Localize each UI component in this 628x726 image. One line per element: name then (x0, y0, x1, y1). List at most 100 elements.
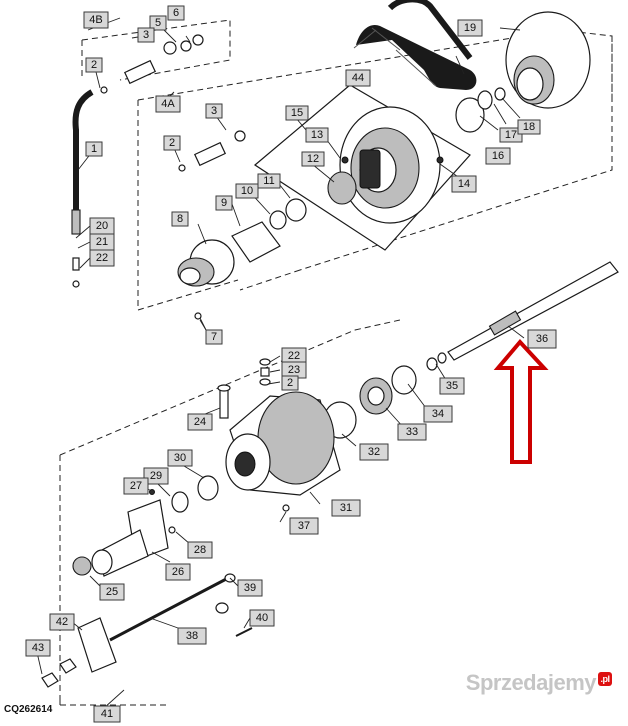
callout-number: 9 (221, 197, 227, 209)
callout-13: 13 (305, 127, 329, 143)
upper-hub-and-gasket (177, 221, 281, 287)
callout-number: 3 (211, 105, 217, 117)
valve-4a (178, 130, 246, 172)
lower-assembly-boundary (59, 319, 401, 706)
callout-10: 10 (235, 183, 259, 199)
dowel-pin-24 (217, 384, 231, 419)
callout-number: 10 (241, 185, 253, 197)
callout-4b: 4B (83, 11, 109, 29)
callout-2c: 2 (281, 375, 299, 391)
callout-14: 14 (451, 175, 477, 193)
callout-number: 31 (340, 502, 352, 514)
callout-32: 32 (359, 443, 389, 461)
leader-lines (35, 17, 525, 675)
callout-number: 6 (173, 7, 179, 19)
callout-26: 26 (165, 563, 191, 581)
callout-number: 26 (172, 566, 184, 578)
callout-18: 18 (517, 119, 541, 135)
nut-43b (59, 658, 77, 674)
callout-4a: 4A (155, 95, 181, 113)
callout-number: 32 (368, 446, 380, 458)
callout-35: 35 (439, 377, 465, 395)
callout-number: 13 (311, 129, 323, 141)
upper-assembly-boundary (137, 29, 613, 311)
bolt-37 (282, 504, 290, 512)
nut-43a (41, 672, 59, 688)
callout-36: 36 (527, 329, 557, 349)
callout-15: 15 (285, 105, 309, 121)
diagram-code: CQ262614 (4, 704, 53, 715)
callout-number: 22 (288, 350, 300, 362)
callout-37: 37 (289, 517, 319, 535)
callout-17: 17 (499, 127, 523, 143)
callout-34: 34 (423, 405, 453, 423)
callout-number: 2 (287, 377, 293, 389)
callout-30: 30 (167, 449, 193, 467)
callout-number: 11 (263, 175, 274, 187)
callout-27: 27 (123, 477, 149, 495)
callout-number: 17 (505, 129, 517, 141)
callout-number: 3 (143, 29, 149, 41)
bracket-42 (77, 617, 117, 673)
watermark-text: Sprzedajemy (465, 670, 597, 695)
callout-number: 25 (106, 586, 118, 598)
callout-5: 5 (149, 15, 167, 31)
callout-number: 8 (177, 213, 183, 225)
valve-4b (100, 34, 204, 94)
callout-42: 42 (49, 613, 75, 631)
callout-19: 19 (457, 19, 483, 37)
callout-number: 20 (96, 220, 108, 232)
callout-number: 22 (96, 252, 108, 264)
callout-number: 33 (406, 426, 418, 438)
output-hub-26 (91, 499, 169, 577)
callout-labels: 4B 5 6 3 2 4A 3 2 1 15 13 12 11 10 9 8 7… (25, 5, 557, 723)
callout-number: 36 (536, 333, 548, 345)
callout-44: 44 (345, 69, 371, 87)
callout-number: 18 (523, 121, 535, 133)
callout-number: 2 (169, 137, 175, 149)
callout-9: 9 (215, 195, 233, 211)
callout-number: 28 (194, 544, 206, 556)
callout-number: 39 (244, 582, 256, 594)
callout-40: 40 (249, 609, 275, 627)
callout-number: 30 (174, 452, 186, 464)
sheave-plate-with-hub (253, 84, 471, 251)
site-watermark: Sprzedajemy.pl (466, 670, 612, 696)
callout-3a: 3 (137, 27, 155, 43)
callout-12: 12 (301, 151, 325, 167)
callout-number: 19 (464, 22, 476, 34)
callout-number: 5 (155, 17, 161, 29)
callout-number: 21 (96, 236, 108, 248)
callout-number: 12 (307, 153, 319, 165)
callout-number: 15 (291, 107, 303, 119)
callout-31: 31 (331, 499, 361, 517)
shaft-seals (171, 475, 219, 513)
sheave-snap-rings (455, 87, 506, 133)
callout-number: 34 (432, 408, 444, 420)
callout-11: 11 (257, 173, 281, 189)
callout-number: 7 (211, 331, 217, 343)
lower-fittings (259, 358, 271, 386)
bolt-28 (168, 526, 176, 534)
callout-25: 25 (99, 583, 125, 601)
callout-39: 39 (237, 579, 263, 597)
callout-23: 23 (281, 361, 307, 379)
watermark-suffix: .pl (598, 671, 612, 686)
callout-number: 23 (288, 364, 300, 376)
callout-number: 29 (150, 470, 162, 482)
callout-22a: 22 (89, 249, 115, 267)
shim-25 (72, 556, 92, 576)
callout-21: 21 (89, 233, 115, 251)
callout-6: 6 (167, 5, 185, 21)
callout-33: 33 (397, 423, 427, 441)
callout-number: 37 (298, 520, 310, 532)
callout-41: 41 (93, 705, 121, 723)
callout-7: 7 (205, 329, 223, 345)
callout-number: 44 (352, 72, 364, 84)
callout-number: 1 (91, 143, 97, 155)
callout-2a: 2 (85, 57, 103, 73)
lower-bearing-and-rings (359, 352, 447, 415)
drive-shaft (447, 261, 619, 361)
callout-number: 43 (32, 642, 44, 654)
callout-number: 4A (161, 98, 175, 110)
